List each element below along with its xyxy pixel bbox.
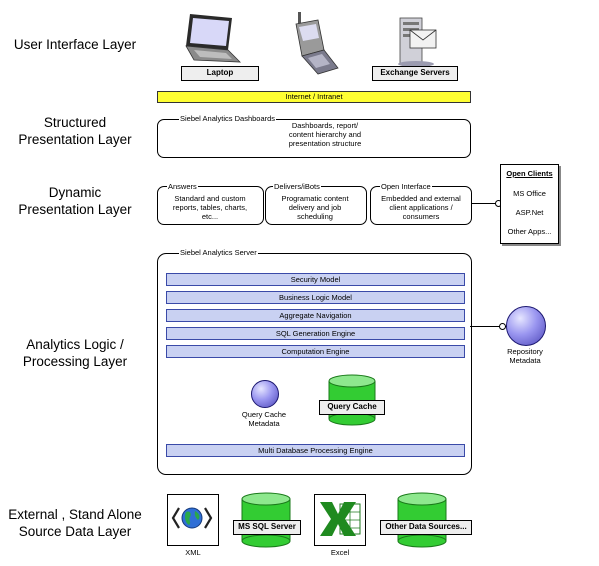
query-cache-metadata-label: Query Cache Metadata bbox=[228, 410, 300, 428]
delivers-box bbox=[265, 186, 367, 225]
analytics-server-title: Siebel Analytics Server bbox=[179, 248, 258, 257]
layer-ui-text: User Interface Layer bbox=[13, 37, 137, 52]
layer-external-line2: Source Data Layer bbox=[18, 524, 132, 539]
engine-bar-computation: Computation Engine bbox=[166, 345, 465, 358]
answers-desc-line3: etc... bbox=[201, 212, 219, 221]
engine-bar-aggregate-navigation: Aggregate Navigation bbox=[166, 309, 465, 322]
dashboards-desc-line3: presentation structure bbox=[288, 139, 362, 148]
layer-analytics-line2: Processing Layer bbox=[22, 354, 128, 369]
layer-label-ui: User Interface Layer bbox=[0, 36, 150, 53]
repository-metadata-line1: Repository bbox=[507, 347, 543, 356]
excel-label: Excel bbox=[330, 548, 350, 557]
answers-box bbox=[157, 186, 264, 225]
delivers-title: Delivers/iBots bbox=[273, 182, 321, 191]
open-clients-item: MS Office bbox=[513, 189, 546, 198]
query-cache-label: Query Cache bbox=[319, 400, 385, 415]
open-clients-connector bbox=[471, 203, 499, 204]
layer-label-external: External , Stand Alone Source Data Layer bbox=[0, 506, 150, 540]
open-clients-box: Open Clients MS Office ASP.Net Other App… bbox=[500, 164, 559, 244]
engine-bar-multi-database: Multi Database Processing Engine bbox=[166, 444, 465, 457]
answers-desc: Standard and custom reports, tables, cha… bbox=[160, 194, 260, 221]
open-clients-item: ASP.Net bbox=[515, 208, 544, 217]
layer-structured-line1: Structured bbox=[43, 115, 107, 130]
open-interface-desc-line2: client applications / bbox=[389, 203, 453, 212]
layer-label-structured: Structured Presentation Layer bbox=[0, 114, 150, 148]
layer-label-analytics: Analytics Logic / Processing Layer bbox=[0, 336, 150, 370]
delivers-desc-line1: Programatic content bbox=[281, 194, 349, 203]
engine-bar-sql-generation: SQL Generation Engine bbox=[166, 327, 465, 340]
xml-globe-icon bbox=[171, 507, 213, 529]
repository-metadata-label: Repository Metadata bbox=[493, 347, 557, 365]
repository-connector bbox=[470, 326, 508, 327]
dashboards-title: Siebel Analytics Dashboards bbox=[179, 114, 277, 123]
answers-desc-line2: reports, tables, charts, bbox=[172, 203, 248, 212]
query-cache-metadata-sphere bbox=[251, 380, 279, 408]
dashboards-box bbox=[157, 119, 471, 158]
open-clients-title: Open Clients bbox=[506, 169, 553, 178]
dashboards-desc: Dashboards, report/ content hierarchy an… bbox=[270, 121, 380, 148]
mssql-label: MS SQL Server bbox=[233, 520, 301, 535]
layer-external-line1: External , Stand Alone bbox=[8, 507, 142, 522]
answers-desc-line1: Standard and custom bbox=[174, 194, 246, 203]
open-interface-title: Open Interface bbox=[380, 182, 432, 191]
delivers-desc: Programatic content delivery and job sch… bbox=[266, 194, 364, 221]
delivers-desc-line2: delivery and job bbox=[288, 203, 342, 212]
layer-structured-line2: Presentation Layer bbox=[18, 132, 132, 147]
answers-title: Answers bbox=[167, 182, 198, 191]
laptop-icon bbox=[185, 14, 242, 63]
open-interface-desc-line1: Embedded and external bbox=[381, 194, 461, 203]
excel-icon bbox=[320, 502, 361, 536]
repository-metadata-sphere bbox=[506, 306, 546, 346]
open-interface-desc: Embedded and external client application… bbox=[371, 194, 471, 221]
open-clients-item: Other Apps... bbox=[507, 227, 552, 236]
internet-intranet-bar: Internet / Intranet bbox=[157, 91, 471, 103]
engine-bar-business-logic: Business Logic Model bbox=[166, 291, 465, 304]
layer-label-dynamic: Dynamic Presentation Layer bbox=[0, 184, 150, 218]
open-interface-box bbox=[370, 186, 472, 225]
laptop-label: Laptop bbox=[181, 66, 259, 81]
xml-label: XML bbox=[185, 548, 201, 557]
exchange-server-icon bbox=[398, 17, 437, 67]
open-interface-desc-line3: consumers bbox=[402, 212, 440, 221]
layer-analytics-line1: Analytics Logic / bbox=[26, 337, 124, 352]
exchange-servers-label: Exchange Servers bbox=[372, 66, 458, 81]
engine-bar-security: Security Model bbox=[166, 273, 465, 286]
other-sources-label: Other Data Sources... bbox=[380, 520, 472, 535]
layer-dynamic-line2: Presentation Layer bbox=[18, 202, 132, 217]
analytics-server-box bbox=[157, 253, 472, 475]
layer-dynamic-line1: Dynamic bbox=[48, 185, 102, 200]
repository-metadata-line2: Metadata bbox=[509, 356, 541, 365]
query-cache-metadata-line2: Metadata bbox=[248, 419, 280, 428]
repository-connector-dot bbox=[499, 323, 506, 330]
dashboards-desc-line2: content hierarchy and bbox=[288, 130, 362, 139]
delivers-desc-line3: scheduling bbox=[297, 212, 333, 221]
query-cache-metadata-line1: Query Cache bbox=[241, 410, 287, 419]
dashboards-desc-line1: Dashboards, report/ bbox=[291, 121, 359, 130]
mobile-phone-icon bbox=[295, 12, 339, 75]
